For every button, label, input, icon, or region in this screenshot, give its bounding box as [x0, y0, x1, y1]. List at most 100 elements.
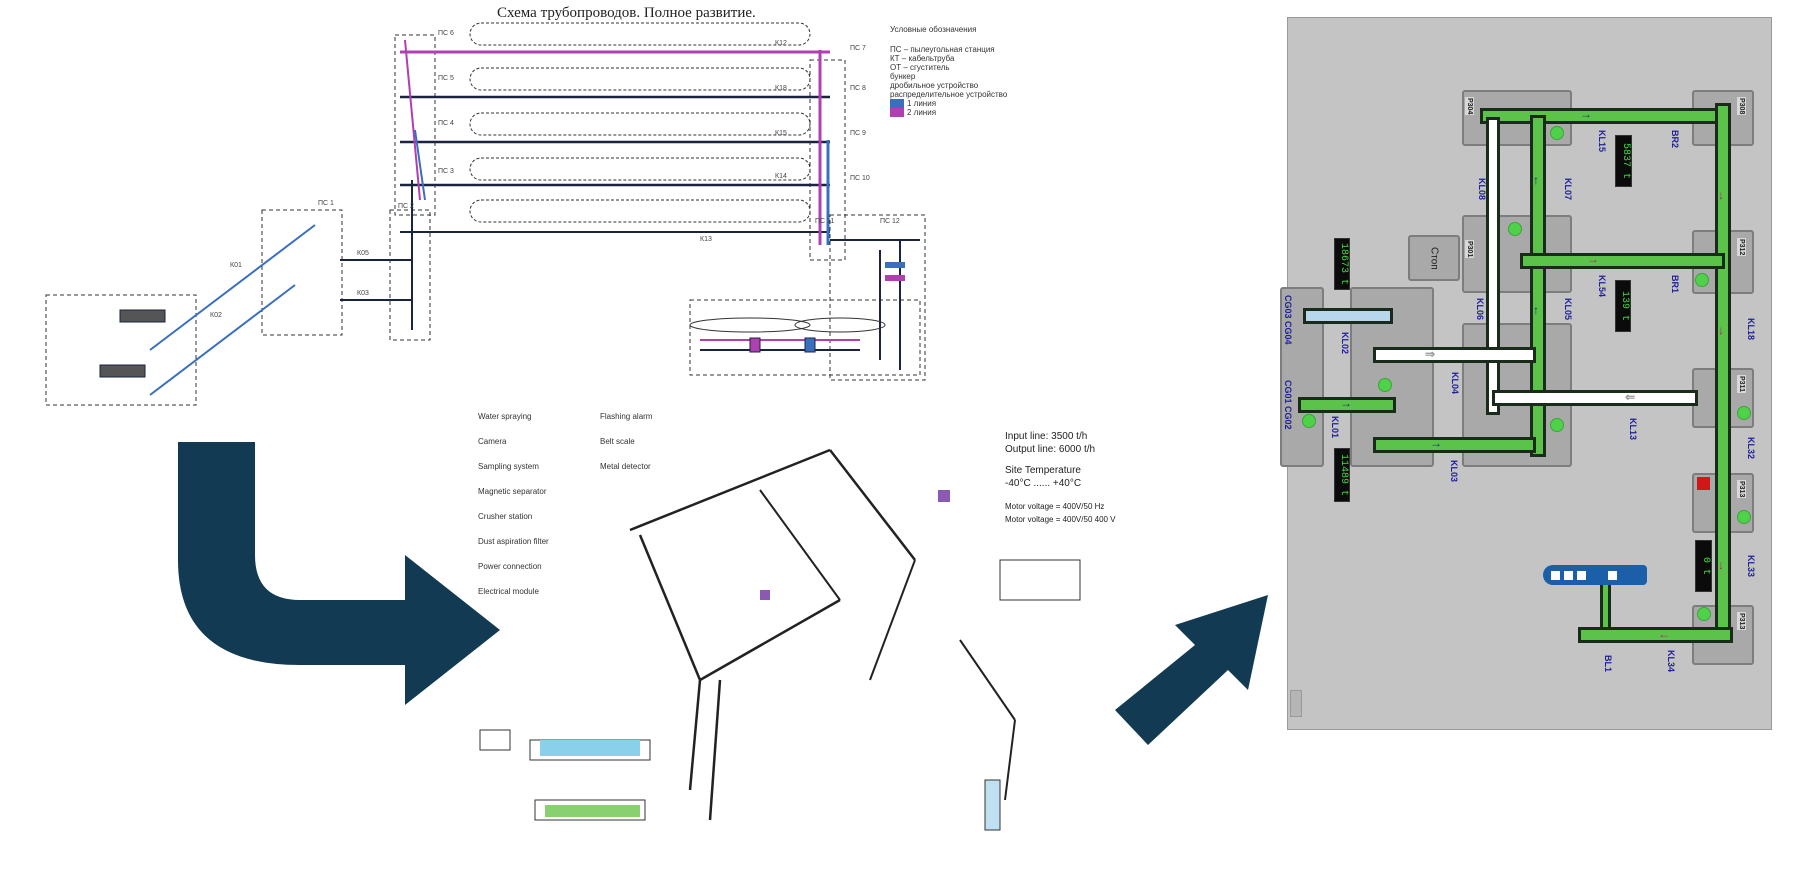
stockpile-label: P308	[1737, 97, 1746, 116]
ship-hold	[1564, 570, 1573, 580]
reactor-tanks	[469, 22, 811, 223]
ship-hold	[1608, 570, 1617, 580]
flow-arrow-icon: ↓	[1718, 188, 1724, 202]
conveyor-label: KL32	[1746, 437, 1756, 460]
conveyor-label: KL34	[1666, 650, 1676, 673]
conveyor-running[interactable]	[1578, 627, 1733, 643]
pipeline-diagram	[45, 22, 926, 406]
ship-hold	[1551, 570, 1560, 580]
motor-voltage-2: Motor voltage = 400V/50 400 V	[1005, 515, 1116, 524]
input-line-note: Input line: 3500 t/h	[1005, 431, 1088, 442]
line-label: К15	[775, 130, 787, 137]
stockpile-label: P312	[1737, 238, 1746, 257]
tonnage-display: 139 t	[1615, 280, 1631, 332]
conveyor-label: KL03	[1449, 460, 1459, 483]
conveyor-label: KL33	[1746, 555, 1756, 578]
status-indicator	[1697, 607, 1711, 621]
station-label: ПС 12	[880, 218, 900, 225]
station-label: ПС 11	[815, 218, 835, 225]
conveyor-label: BR1	[1670, 275, 1680, 294]
stockpile-label: P311	[1737, 375, 1746, 393]
legend-item: Magnetic separator	[478, 487, 547, 496]
station-label: ПС 2	[398, 203, 414, 210]
conveyor-running[interactable]	[1298, 397, 1396, 413]
stockpile-label: P301	[1465, 240, 1474, 259]
alarm-indicator[interactable]	[1697, 477, 1710, 490]
flow-arrow-icon: →	[1587, 252, 1599, 266]
line-label: К03	[357, 290, 369, 297]
curved-flow-arrow	[178, 442, 500, 705]
legend-header: Условные обозначения	[890, 25, 977, 34]
station-label: ПС 10	[850, 175, 870, 182]
conveyor-feeder[interactable]	[1303, 308, 1393, 324]
flow-arrow-icon: ↓	[1718, 323, 1724, 337]
stockpile-label: P313	[1737, 480, 1746, 499]
legend-item: бункер	[890, 72, 916, 81]
motor-voltage-1: Motor voltage = 400V/50 Hz	[1005, 502, 1105, 511]
conveyor-label: KL15	[1597, 130, 1607, 153]
legend-item: Power connection	[478, 562, 542, 571]
legend-item: 2 линия	[890, 108, 1007, 117]
flow-arrow-icon: ⇒	[1425, 347, 1436, 361]
conveyor-label: KL05	[1563, 298, 1573, 321]
flow-arrow-icon: ⇐	[1625, 390, 1636, 404]
line-label: К14	[775, 173, 787, 180]
legend-item: Dust aspiration filter	[478, 537, 549, 546]
site-temp-range: -40°C ...... +40°C	[1005, 478, 1082, 489]
conveyor-idle[interactable]	[1373, 347, 1536, 363]
status-indicator	[1550, 126, 1564, 140]
station-label: ПС 5	[438, 75, 454, 82]
output-line-note: Output line: 6000 t/h	[1005, 444, 1096, 455]
conveyor-running[interactable]	[1520, 253, 1725, 269]
station-label: ПС 4	[438, 120, 454, 127]
station-label: ПС 8	[850, 85, 866, 92]
station-label: ПС 1	[318, 200, 334, 207]
pipeline-diagram-title: Схема трубопроводов. Полное развитие.	[497, 5, 756, 21]
line-label: К02	[210, 312, 222, 319]
conveyor-legend-2: Flashing alarm Belt scale Metal detector	[600, 412, 652, 487]
tonnage-display: 11489 t	[1334, 448, 1350, 502]
legend-item: ПС – пылеугольная станция	[890, 45, 995, 54]
legend-item: 1 линия	[890, 99, 1007, 108]
conveyor-legend: Water spraying Camera Sampling system Ma…	[478, 412, 549, 596]
conveyor-label: BL1	[1603, 655, 1613, 673]
legend-item: Electrical module	[478, 587, 539, 596]
status-indicator	[1550, 418, 1564, 432]
conveyor-running[interactable]	[1373, 437, 1536, 453]
status-indicator	[1378, 378, 1392, 392]
status-indicator	[1737, 510, 1751, 524]
flow-arrow-icon: →	[1580, 107, 1592, 121]
line-label: К13	[700, 236, 712, 243]
flow-arrow-icon: ↓	[1718, 558, 1724, 572]
conveyor-label: KL01	[1330, 416, 1340, 439]
panel-scroll-handle[interactable]	[1290, 690, 1302, 717]
tonnage-display: 18673 t	[1334, 238, 1350, 290]
stop-block[interactable]: Стоп	[1408, 235, 1460, 281]
ship-loader[interactable]	[1543, 565, 1647, 585]
status-indicator	[1695, 273, 1709, 287]
status-indicator	[1302, 414, 1316, 428]
flow-arrow-icon: ↑	[1533, 303, 1539, 317]
flow-arrow-icon: ←	[1658, 627, 1670, 641]
right-flow-arrow	[1115, 595, 1268, 745]
crusher-label: CG01 CG02	[1283, 380, 1293, 430]
tonnage-display: 5837 t	[1615, 135, 1632, 187]
conveyor-idle[interactable]	[1486, 117, 1500, 415]
conveyor-idle[interactable]	[1492, 390, 1698, 406]
flow-arrow-icon: →	[1430, 436, 1442, 450]
flow-arrow-icon: ↑	[1533, 173, 1539, 187]
conveyor-label: KL08	[1477, 178, 1487, 201]
stockpile-label: P313	[1737, 612, 1746, 631]
station-label: ПС 9	[850, 130, 866, 137]
status-indicator	[1508, 222, 1522, 236]
conveyor-running[interactable]	[1480, 108, 1730, 124]
conveyor-label: BR2	[1670, 130, 1680, 149]
ship-hold	[1577, 570, 1586, 580]
conveyor-label: KL06	[1475, 298, 1485, 321]
legend-item: Belt scale	[600, 437, 635, 446]
legend-item: Sampling system	[478, 462, 539, 471]
conveyor-running[interactable]	[1530, 115, 1546, 457]
site-temp-title: Site Temperature	[1005, 465, 1081, 476]
legend-item: Camera	[478, 437, 507, 446]
line-label: К05	[357, 250, 369, 257]
